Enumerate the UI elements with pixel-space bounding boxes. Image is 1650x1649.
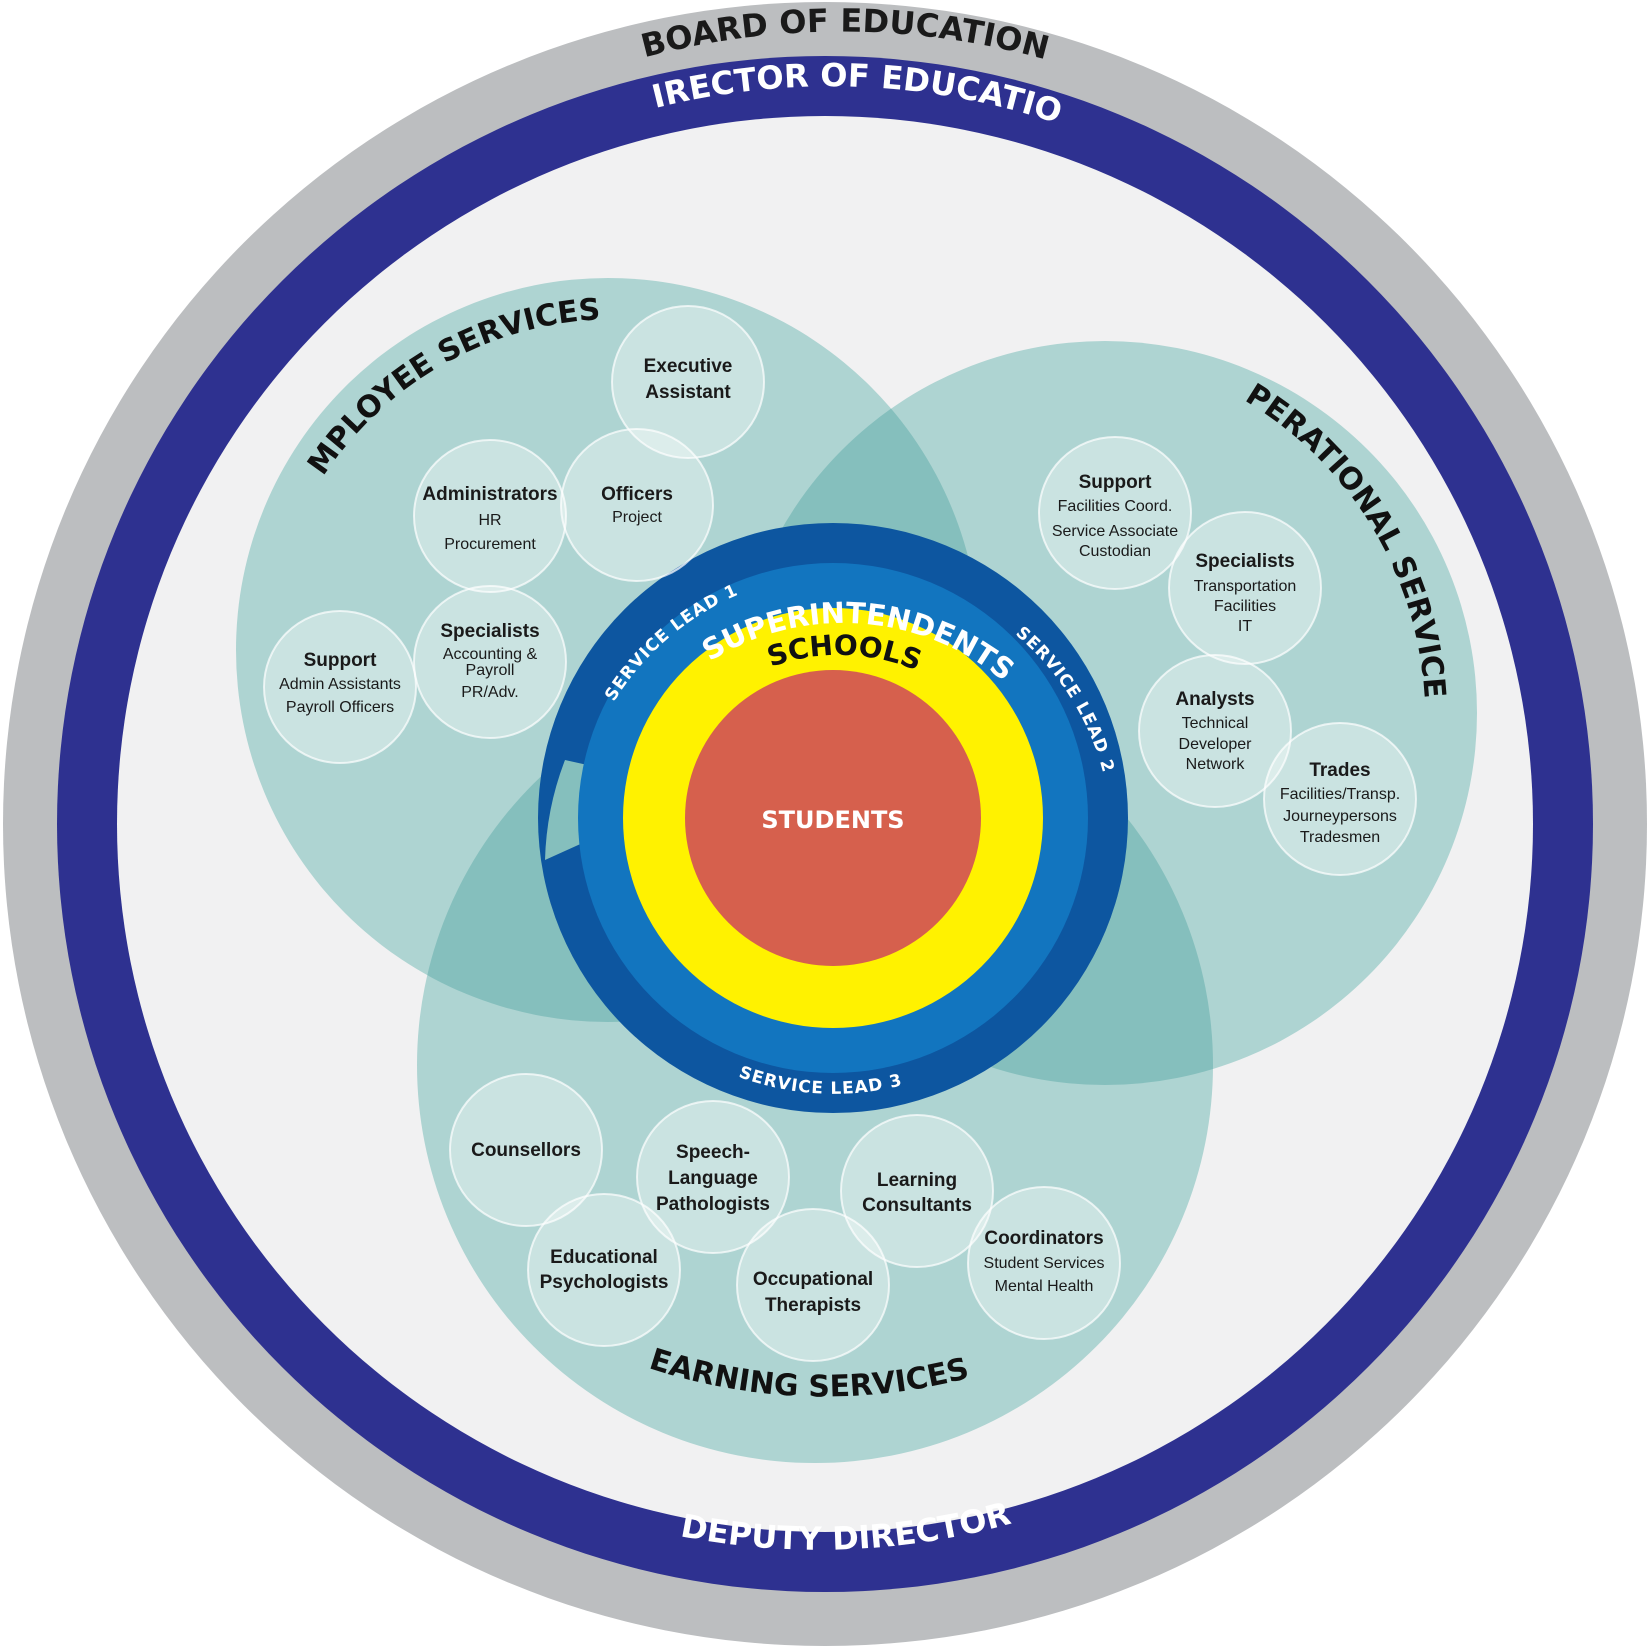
svg-text:Payroll Officers: Payroll Officers (286, 699, 394, 716)
learning-role-occupational-therapists: Occupational Therapists (736, 1208, 890, 1362)
employee-role-officers: Officers Project (560, 428, 714, 582)
employee-role-support: Support Admin Assistants Payroll Officer… (263, 610, 417, 764)
svg-text:Pathologists: Pathologists (656, 1194, 770, 1215)
svg-text:Facilities: Facilities (1214, 598, 1276, 615)
operational-role-specialists: Specialists Transportation Facilities IT (1168, 511, 1322, 665)
svg-text:Admin Assistants: Admin Assistants (279, 676, 401, 693)
svg-text:Officers: Officers (601, 484, 673, 505)
operational-role-support: Support Facilities Coord. Service Associ… (1038, 436, 1192, 590)
svg-text:Network: Network (1186, 756, 1246, 773)
svg-text:Student Services: Student Services (984, 1255, 1105, 1272)
svg-text:Facilities/Transp.: Facilities/Transp. (1280, 786, 1400, 803)
students-circle (685, 670, 981, 966)
svg-text:Administrators: Administrators (422, 484, 557, 505)
svg-text:Procurement: Procurement (444, 536, 536, 553)
svg-text:Developer: Developer (1179, 736, 1253, 753)
svg-text:Language: Language (668, 1168, 758, 1189)
learning-role-learning-consultants: Learning Consultants (840, 1114, 994, 1268)
svg-text:Educational: Educational (550, 1247, 658, 1268)
learning-role-coordinators: Coordinators Student Services Mental Hea… (967, 1186, 1121, 1340)
svg-text:Therapists: Therapists (765, 1295, 861, 1316)
svg-text:Analysts: Analysts (1175, 689, 1254, 710)
svg-text:IT: IT (1238, 618, 1252, 635)
svg-text:Coordinators: Coordinators (984, 1228, 1103, 1249)
students-label: STUDENTS (761, 806, 904, 834)
svg-text:Executive: Executive (644, 356, 733, 377)
svg-text:Technical: Technical (1182, 715, 1249, 732)
svg-text:Specialists: Specialists (1195, 551, 1294, 572)
employee-role-executive-assistant: Executive Assistant (611, 305, 765, 459)
svg-text:Mental Health: Mental Health (995, 1278, 1094, 1295)
svg-text:Custodian: Custodian (1079, 543, 1151, 560)
svg-text:Trades: Trades (1309, 760, 1370, 781)
svg-text:HR: HR (478, 512, 501, 529)
svg-text:Support: Support (304, 650, 377, 671)
svg-text:Facilities Coord.: Facilities Coord. (1058, 498, 1173, 515)
employee-role-specialists: Specialists Accounting & Payroll PR/Adv. (413, 585, 567, 739)
learning-role-speech-language-pathologists: Speech- Language Pathologists (636, 1100, 790, 1254)
learning-role-educational-psychologists: Educational Psychologists (527, 1193, 681, 1347)
svg-text:Specialists: Specialists (440, 621, 539, 642)
svg-text:Journeypersons: Journeypersons (1283, 808, 1397, 825)
svg-text:Occupational: Occupational (753, 1269, 873, 1290)
svg-text:Service Associate: Service Associate (1052, 523, 1178, 540)
learning-role-counsellors: Counsellors (449, 1073, 603, 1227)
svg-text:Counsellors: Counsellors (471, 1140, 581, 1161)
svg-text:PR/Adv.: PR/Adv. (461, 684, 519, 701)
operational-role-analysts: Analysts Technical Developer Network (1138, 654, 1292, 808)
svg-text:Tradesmen: Tradesmen (1300, 829, 1380, 846)
employee-role-administrators: Administrators HR Procurement (413, 439, 567, 593)
svg-text:Assistant: Assistant (645, 382, 731, 403)
svg-text:Transportation: Transportation (1194, 578, 1297, 595)
svg-text:Accounting &: Accounting & (443, 646, 538, 663)
svg-text:Support: Support (1079, 472, 1152, 493)
svg-text:Learning: Learning (877, 1170, 957, 1191)
operational-role-trades: Trades Facilities/Transp. Journeypersons… (1263, 722, 1417, 876)
svg-text:Project: Project (612, 509, 662, 526)
svg-text:Speech-: Speech- (676, 1142, 750, 1163)
svg-text:Psychologists: Psychologists (540, 1272, 669, 1293)
svg-text:Payroll: Payroll (466, 662, 515, 679)
svg-text:Consultants: Consultants (862, 1195, 972, 1216)
